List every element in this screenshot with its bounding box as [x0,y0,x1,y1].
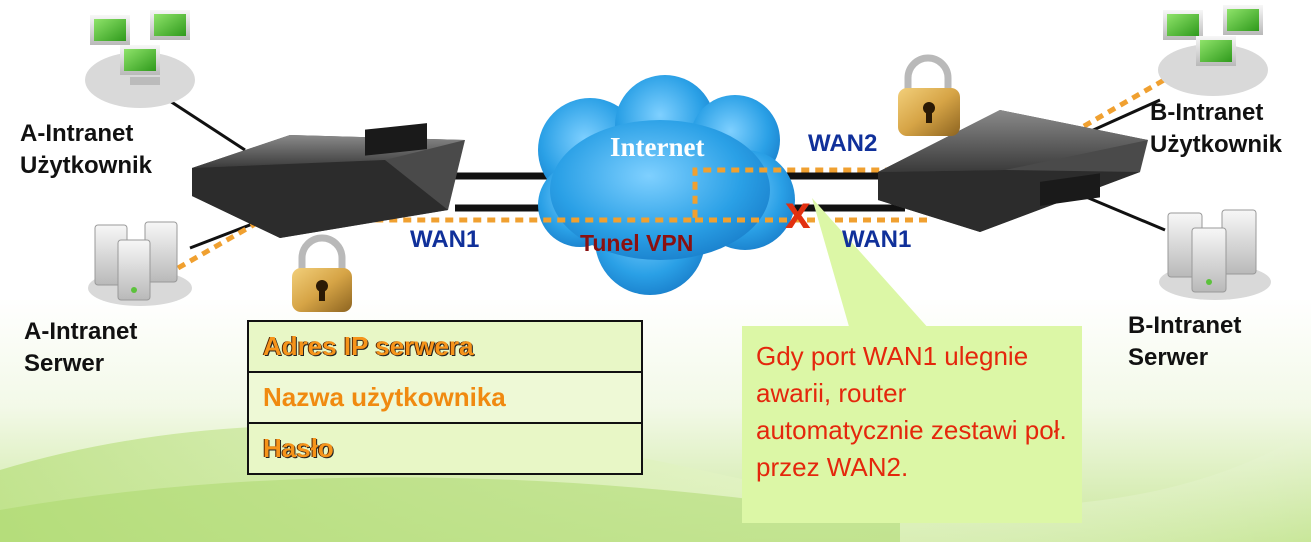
wan1-left-label: WAN1 [410,226,480,253]
credentials-table: Adres IP serwera Nazwa użytkownika Hasło [247,320,643,475]
computer-group-icon [1158,5,1268,96]
router-a [192,123,465,238]
server-icon [1159,209,1271,300]
router-b [878,110,1148,232]
vpn-tunnel-label: Tunel VPN [580,230,694,256]
credential-row: Nazwa użytkownika [249,373,641,424]
credential-row: Hasło [263,433,334,463]
callout-pointer [812,198,930,330]
failure-x-mark: x [785,186,811,238]
failover-note: Gdy port WAN1 ulegnie awarii, router aut… [742,326,1082,523]
credential-row: Adres IP serwera [249,322,641,373]
internet-cloud [538,75,795,295]
server-icon [88,221,192,306]
computer-group-icon [85,10,195,108]
padlock-icon [898,54,960,136]
wan1-right-label: WAN1 [842,226,912,253]
failover-note-text: Gdy port WAN1 ulegnie awarii, router aut… [756,341,1067,482]
padlock-icon [292,234,352,312]
wan2-label: WAN2 [808,130,878,157]
internet-label: Internet [610,132,705,162]
